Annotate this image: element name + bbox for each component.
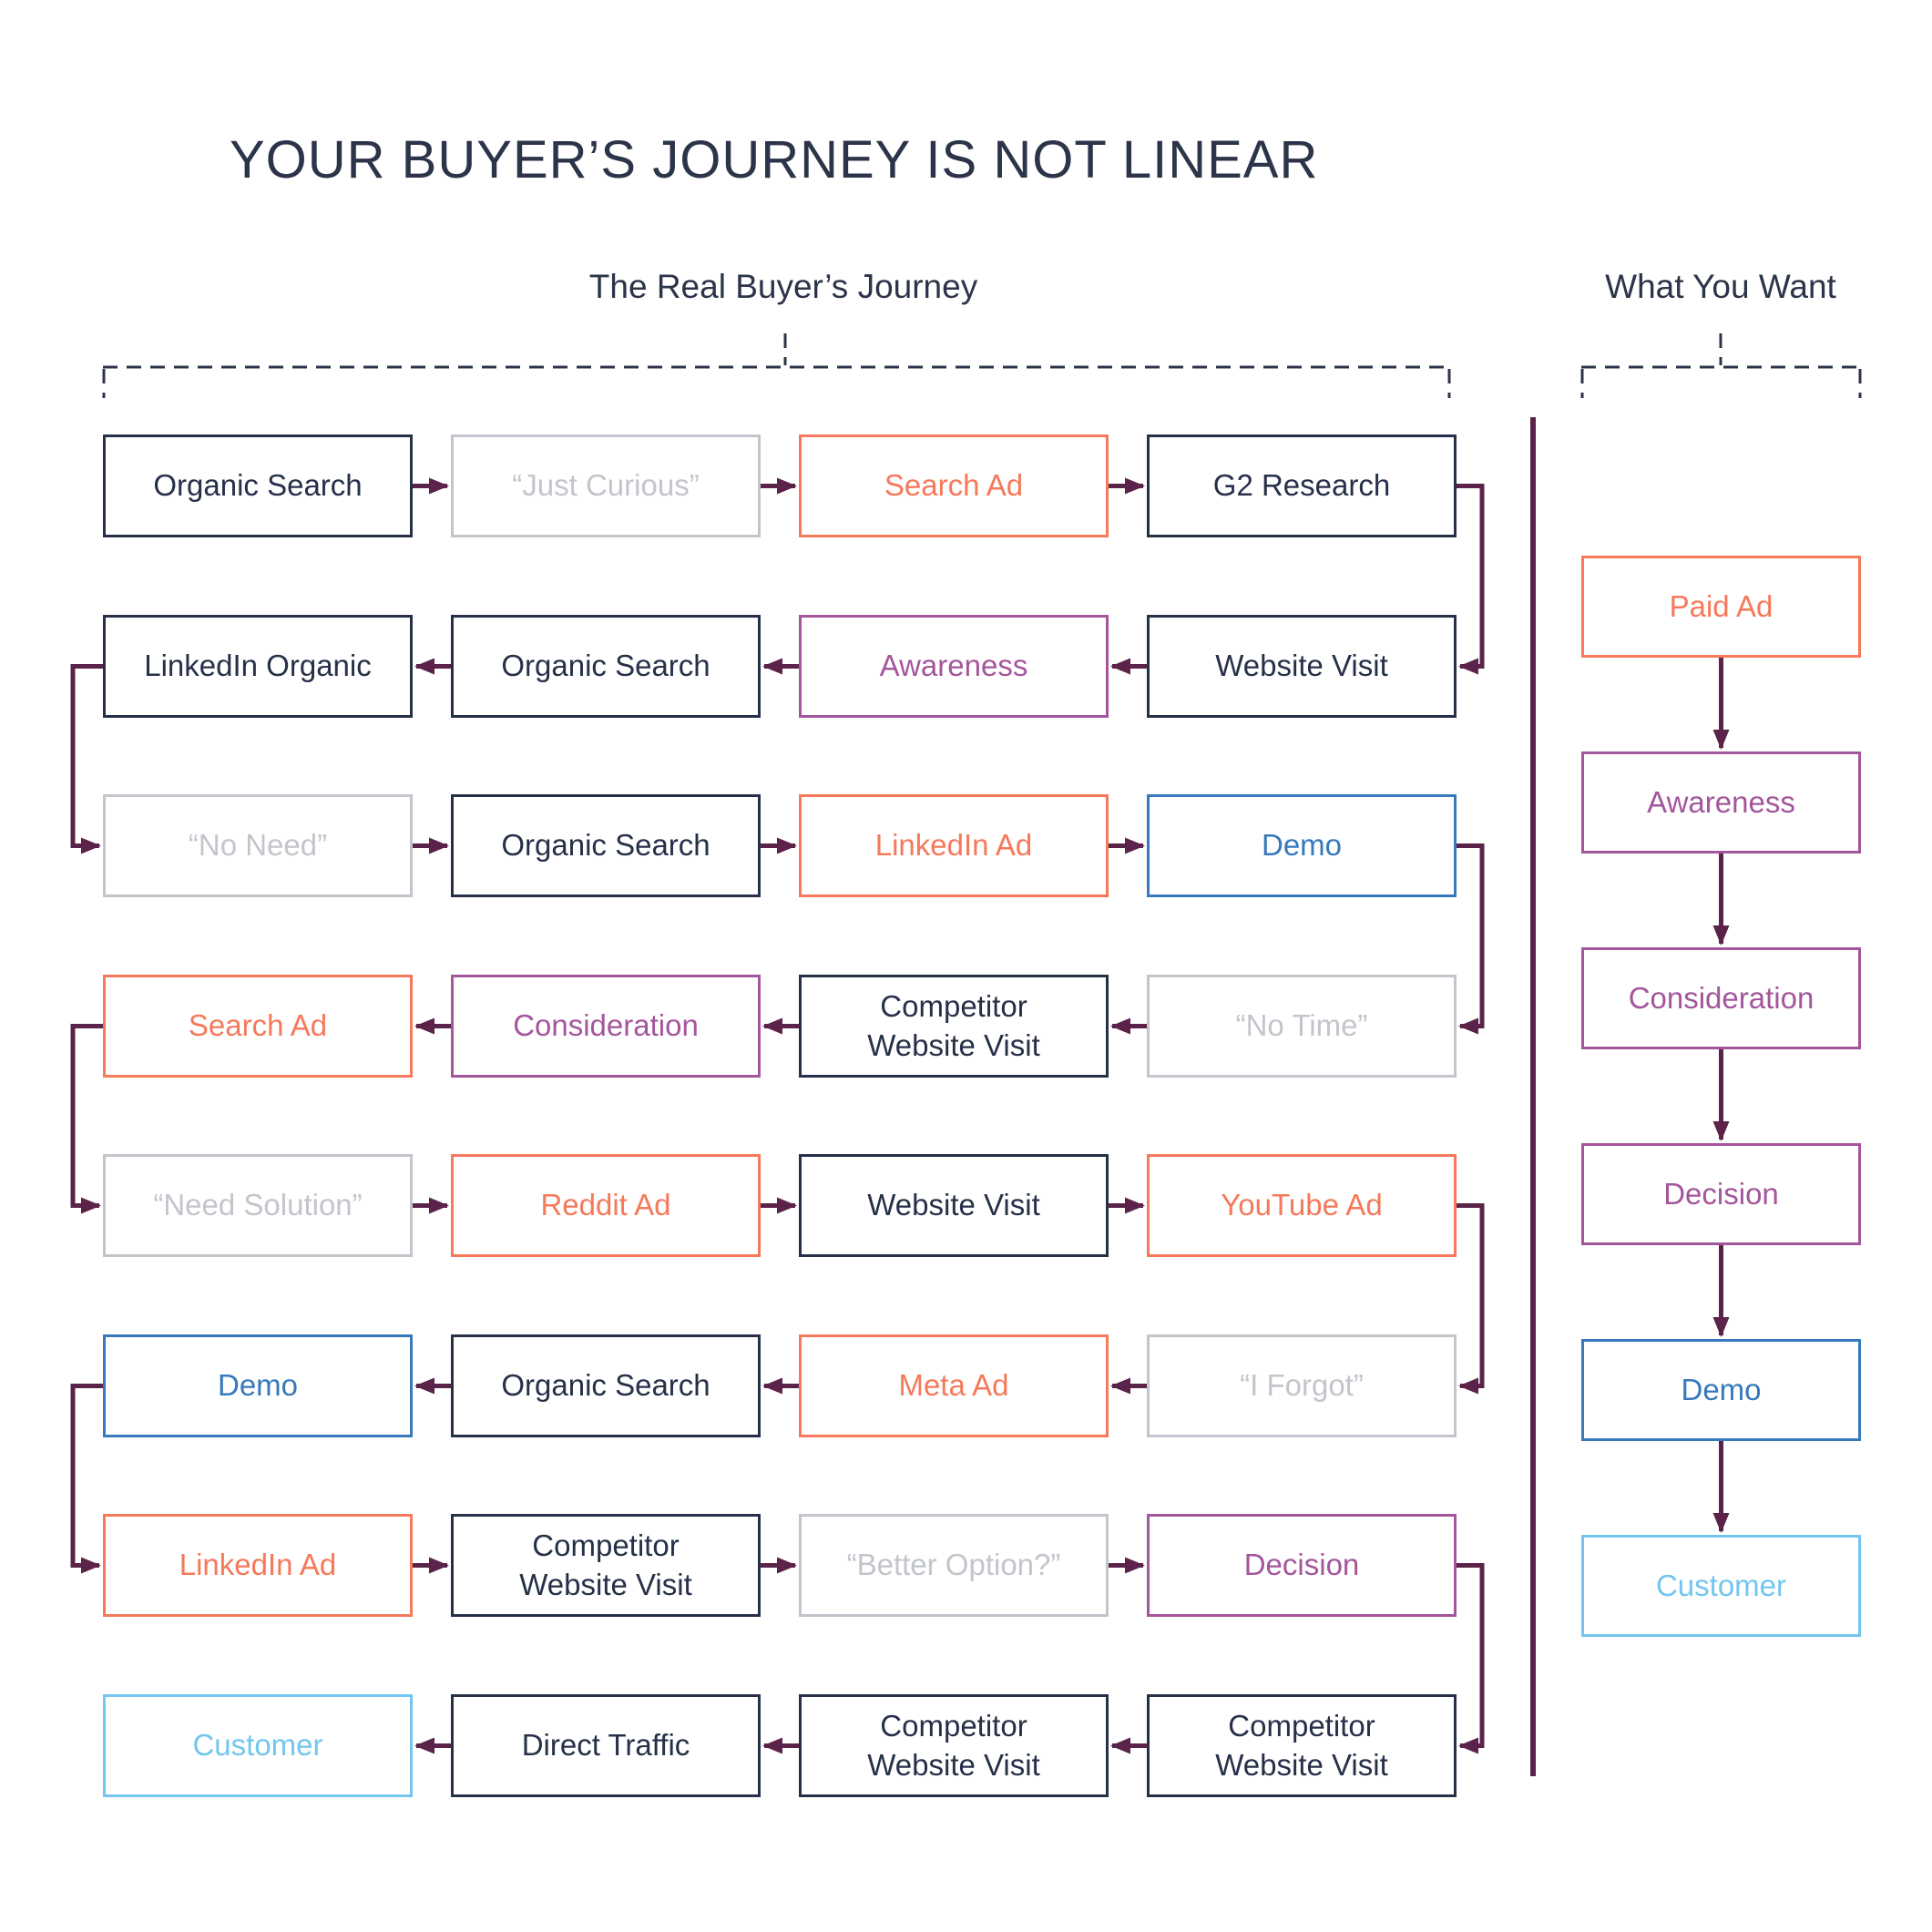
journey-box-linkedin-ad: LinkedIn Ad bbox=[799, 794, 1109, 897]
journey-box-better-option: “Better Option?” bbox=[799, 1514, 1109, 1617]
box-label: Competitor Website Visit bbox=[519, 1528, 692, 1601]
row-connector-right bbox=[1457, 843, 1485, 1035]
funnel-box-demo: Demo bbox=[1581, 1339, 1861, 1441]
box-label: Organic Search bbox=[501, 649, 710, 683]
box-label: Competitor Website Visit bbox=[1215, 1708, 1388, 1782]
row-connector-left bbox=[70, 1384, 103, 1574]
row-connector-left bbox=[70, 664, 103, 854]
journey-box-consideration: Consideration bbox=[451, 975, 761, 1078]
row-connector-right bbox=[1457, 1203, 1485, 1395]
box-label: Consideration bbox=[513, 1008, 699, 1043]
box-label: Demo bbox=[1261, 828, 1343, 863]
journey-box-i-forgot: “I Forgot” bbox=[1147, 1334, 1457, 1437]
journey-box-search-ad: Search Ad bbox=[103, 975, 413, 1078]
journey-box-organic-search: Organic Search bbox=[451, 794, 761, 897]
box-label: Decision bbox=[1663, 1176, 1779, 1211]
journey-box-competitor-website-visit: Competitor Website Visit bbox=[799, 1694, 1109, 1797]
box-label: “Need Solution” bbox=[153, 1188, 363, 1222]
journey-box-website-visit: Website Visit bbox=[1147, 615, 1457, 718]
journey-box-youtube-ad: YouTube Ad bbox=[1147, 1154, 1457, 1257]
box-label: “No Time” bbox=[1235, 1008, 1368, 1043]
box-label: Organic Search bbox=[501, 828, 710, 863]
box-label: Customer bbox=[192, 1728, 323, 1763]
journey-box-organic-search: Organic Search bbox=[103, 434, 413, 537]
box-label: “Just Curious” bbox=[512, 468, 700, 503]
box-label: Website Visit bbox=[867, 1188, 1040, 1222]
journey-box-no-time: “No Time” bbox=[1147, 975, 1457, 1078]
section-label-real-buyers-journey: The Real Buyer’s Journey bbox=[588, 268, 978, 305]
journey-box-decision: Decision bbox=[1147, 1514, 1457, 1617]
section-label-what-you-want: What You Want bbox=[1605, 268, 1836, 305]
journey-box-direct-traffic: Direct Traffic bbox=[451, 1694, 761, 1797]
box-label: Demo bbox=[1681, 1372, 1762, 1406]
journey-box-competitor-website-visit: Competitor Website Visit bbox=[1147, 1694, 1457, 1797]
journey-box-search-ad: Search Ad bbox=[799, 434, 1109, 537]
journey-box-website-visit: Website Visit bbox=[799, 1154, 1109, 1257]
box-label: “No Need” bbox=[188, 828, 328, 863]
journey-box-need-solution: “Need Solution” bbox=[103, 1154, 413, 1257]
journey-box-customer: Customer bbox=[103, 1694, 413, 1797]
journey-box-linkedin-organic: LinkedIn Organic bbox=[103, 615, 413, 718]
row-connector-right bbox=[1457, 484, 1485, 675]
journey-box-competitor-website-visit: Competitor Website Visit bbox=[451, 1514, 761, 1617]
box-label: Consideration bbox=[1628, 980, 1814, 1015]
funnel-box-customer: Customer bbox=[1581, 1535, 1861, 1637]
box-label: Demo bbox=[217, 1368, 299, 1403]
box-label: Organic Search bbox=[501, 1368, 710, 1403]
box-label: Competitor Website Visit bbox=[867, 1708, 1040, 1782]
box-label: Reddit Ad bbox=[540, 1188, 671, 1222]
box-label: Paid Ad bbox=[1669, 588, 1774, 623]
box-label: Direct Traffic bbox=[521, 1728, 690, 1763]
row-connector-left bbox=[70, 1024, 103, 1214]
journey-box-just-curious: “Just Curious” bbox=[451, 434, 761, 537]
box-label: Website Visit bbox=[1215, 649, 1388, 683]
box-label: LinkedIn Organic bbox=[144, 649, 372, 683]
journey-box-linkedin-ad: LinkedIn Ad bbox=[103, 1514, 413, 1617]
row-connector-right bbox=[1457, 1563, 1485, 1754]
journey-box-reddit-ad: Reddit Ad bbox=[451, 1154, 761, 1257]
box-label: Awareness bbox=[1647, 784, 1795, 819]
box-label: “I Forgot” bbox=[1240, 1368, 1364, 1403]
funnel-box-paid-ad: Paid Ad bbox=[1581, 556, 1861, 658]
funnel-box-decision: Decision bbox=[1581, 1143, 1861, 1245]
box-label: YouTube Ad bbox=[1221, 1188, 1383, 1222]
journey-box-organic-search: Organic Search bbox=[451, 615, 761, 718]
page-title: YOUR BUYER’S JOURNEY IS NOT LINEAR bbox=[230, 130, 1319, 189]
box-label: Awareness bbox=[879, 649, 1028, 683]
box-label: LinkedIn Ad bbox=[874, 828, 1033, 863]
journey-box-no-need: “No Need” bbox=[103, 794, 413, 897]
journey-box-demo: Demo bbox=[103, 1334, 413, 1437]
box-label: Customer bbox=[1655, 1568, 1787, 1602]
journey-box-g2-research: G2 Research bbox=[1147, 434, 1457, 537]
box-label: G2 Research bbox=[1212, 468, 1391, 503]
journey-box-demo: Demo bbox=[1147, 794, 1457, 897]
box-label: LinkedIn Ad bbox=[179, 1548, 337, 1582]
journey-box-meta-ad: Meta Ad bbox=[799, 1334, 1109, 1437]
funnel-box-consideration: Consideration bbox=[1581, 947, 1861, 1049]
journey-box-awareness: Awareness bbox=[799, 615, 1109, 718]
journey-box-organic-search: Organic Search bbox=[451, 1334, 761, 1437]
funnel-box-awareness: Awareness bbox=[1581, 751, 1861, 854]
journey-box-competitor-website-visit: Competitor Website Visit bbox=[799, 975, 1109, 1078]
box-label: “Better Option?” bbox=[846, 1548, 1061, 1582]
box-label: Decision bbox=[1243, 1548, 1360, 1582]
box-label: Competitor Website Visit bbox=[867, 988, 1040, 1062]
box-label: Search Ad bbox=[884, 468, 1024, 503]
box-label: Search Ad bbox=[188, 1008, 328, 1043]
box-label: Meta Ad bbox=[898, 1368, 1009, 1403]
box-label: Organic Search bbox=[153, 468, 363, 503]
